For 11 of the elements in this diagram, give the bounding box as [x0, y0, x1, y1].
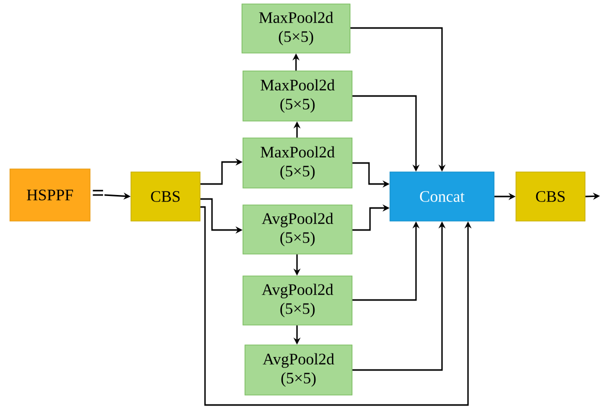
pooling-box: AvgPool2d (5×5) [244, 344, 352, 396]
pooling-box: MaxPool2d (5×5) [242, 70, 352, 122]
pooling-box: AvgPool2d (5×5) [242, 204, 352, 254]
pooling-box: MaxPool2d (5×5) [242, 138, 352, 188]
pooling-box: AvgPool2d (5×5) [242, 276, 352, 326]
concat-box: Concat [390, 172, 494, 222]
pooling-box: MaxPool2d (5×5) [242, 4, 350, 54]
cbs-box: CBS [130, 172, 200, 222]
cbs-box: CBS [516, 172, 586, 222]
input-box: HSPPF [10, 168, 90, 222]
equals-sign: = [92, 190, 104, 196]
